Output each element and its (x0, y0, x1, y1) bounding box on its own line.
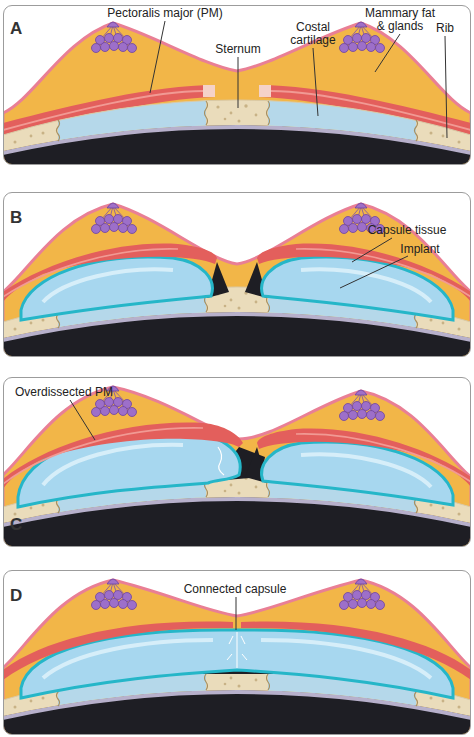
anatomy-label: Pectoralis major (PM) (92, 7, 238, 20)
anatomy-label: Connected capsule (170, 583, 300, 596)
panel-letter: A (10, 20, 22, 37)
anatomy-label: Sternum (208, 43, 268, 56)
anatomy-label: Costal cartilage (283, 21, 343, 47)
anatomy-label: Implant (392, 243, 448, 256)
panel-letter: C (10, 516, 22, 533)
panel-frame: B (3, 192, 471, 357)
anatomy-label: Overdissected PM (8, 386, 120, 399)
panel-letter: D (10, 587, 22, 604)
panel-frame: C (3, 377, 471, 547)
panel-letter: B (10, 209, 22, 226)
anatomy-label: Rib (430, 22, 460, 35)
anatomy-label: Mammary fat & glands (362, 7, 438, 33)
anatomy-label: Capsule tissue (362, 224, 452, 237)
